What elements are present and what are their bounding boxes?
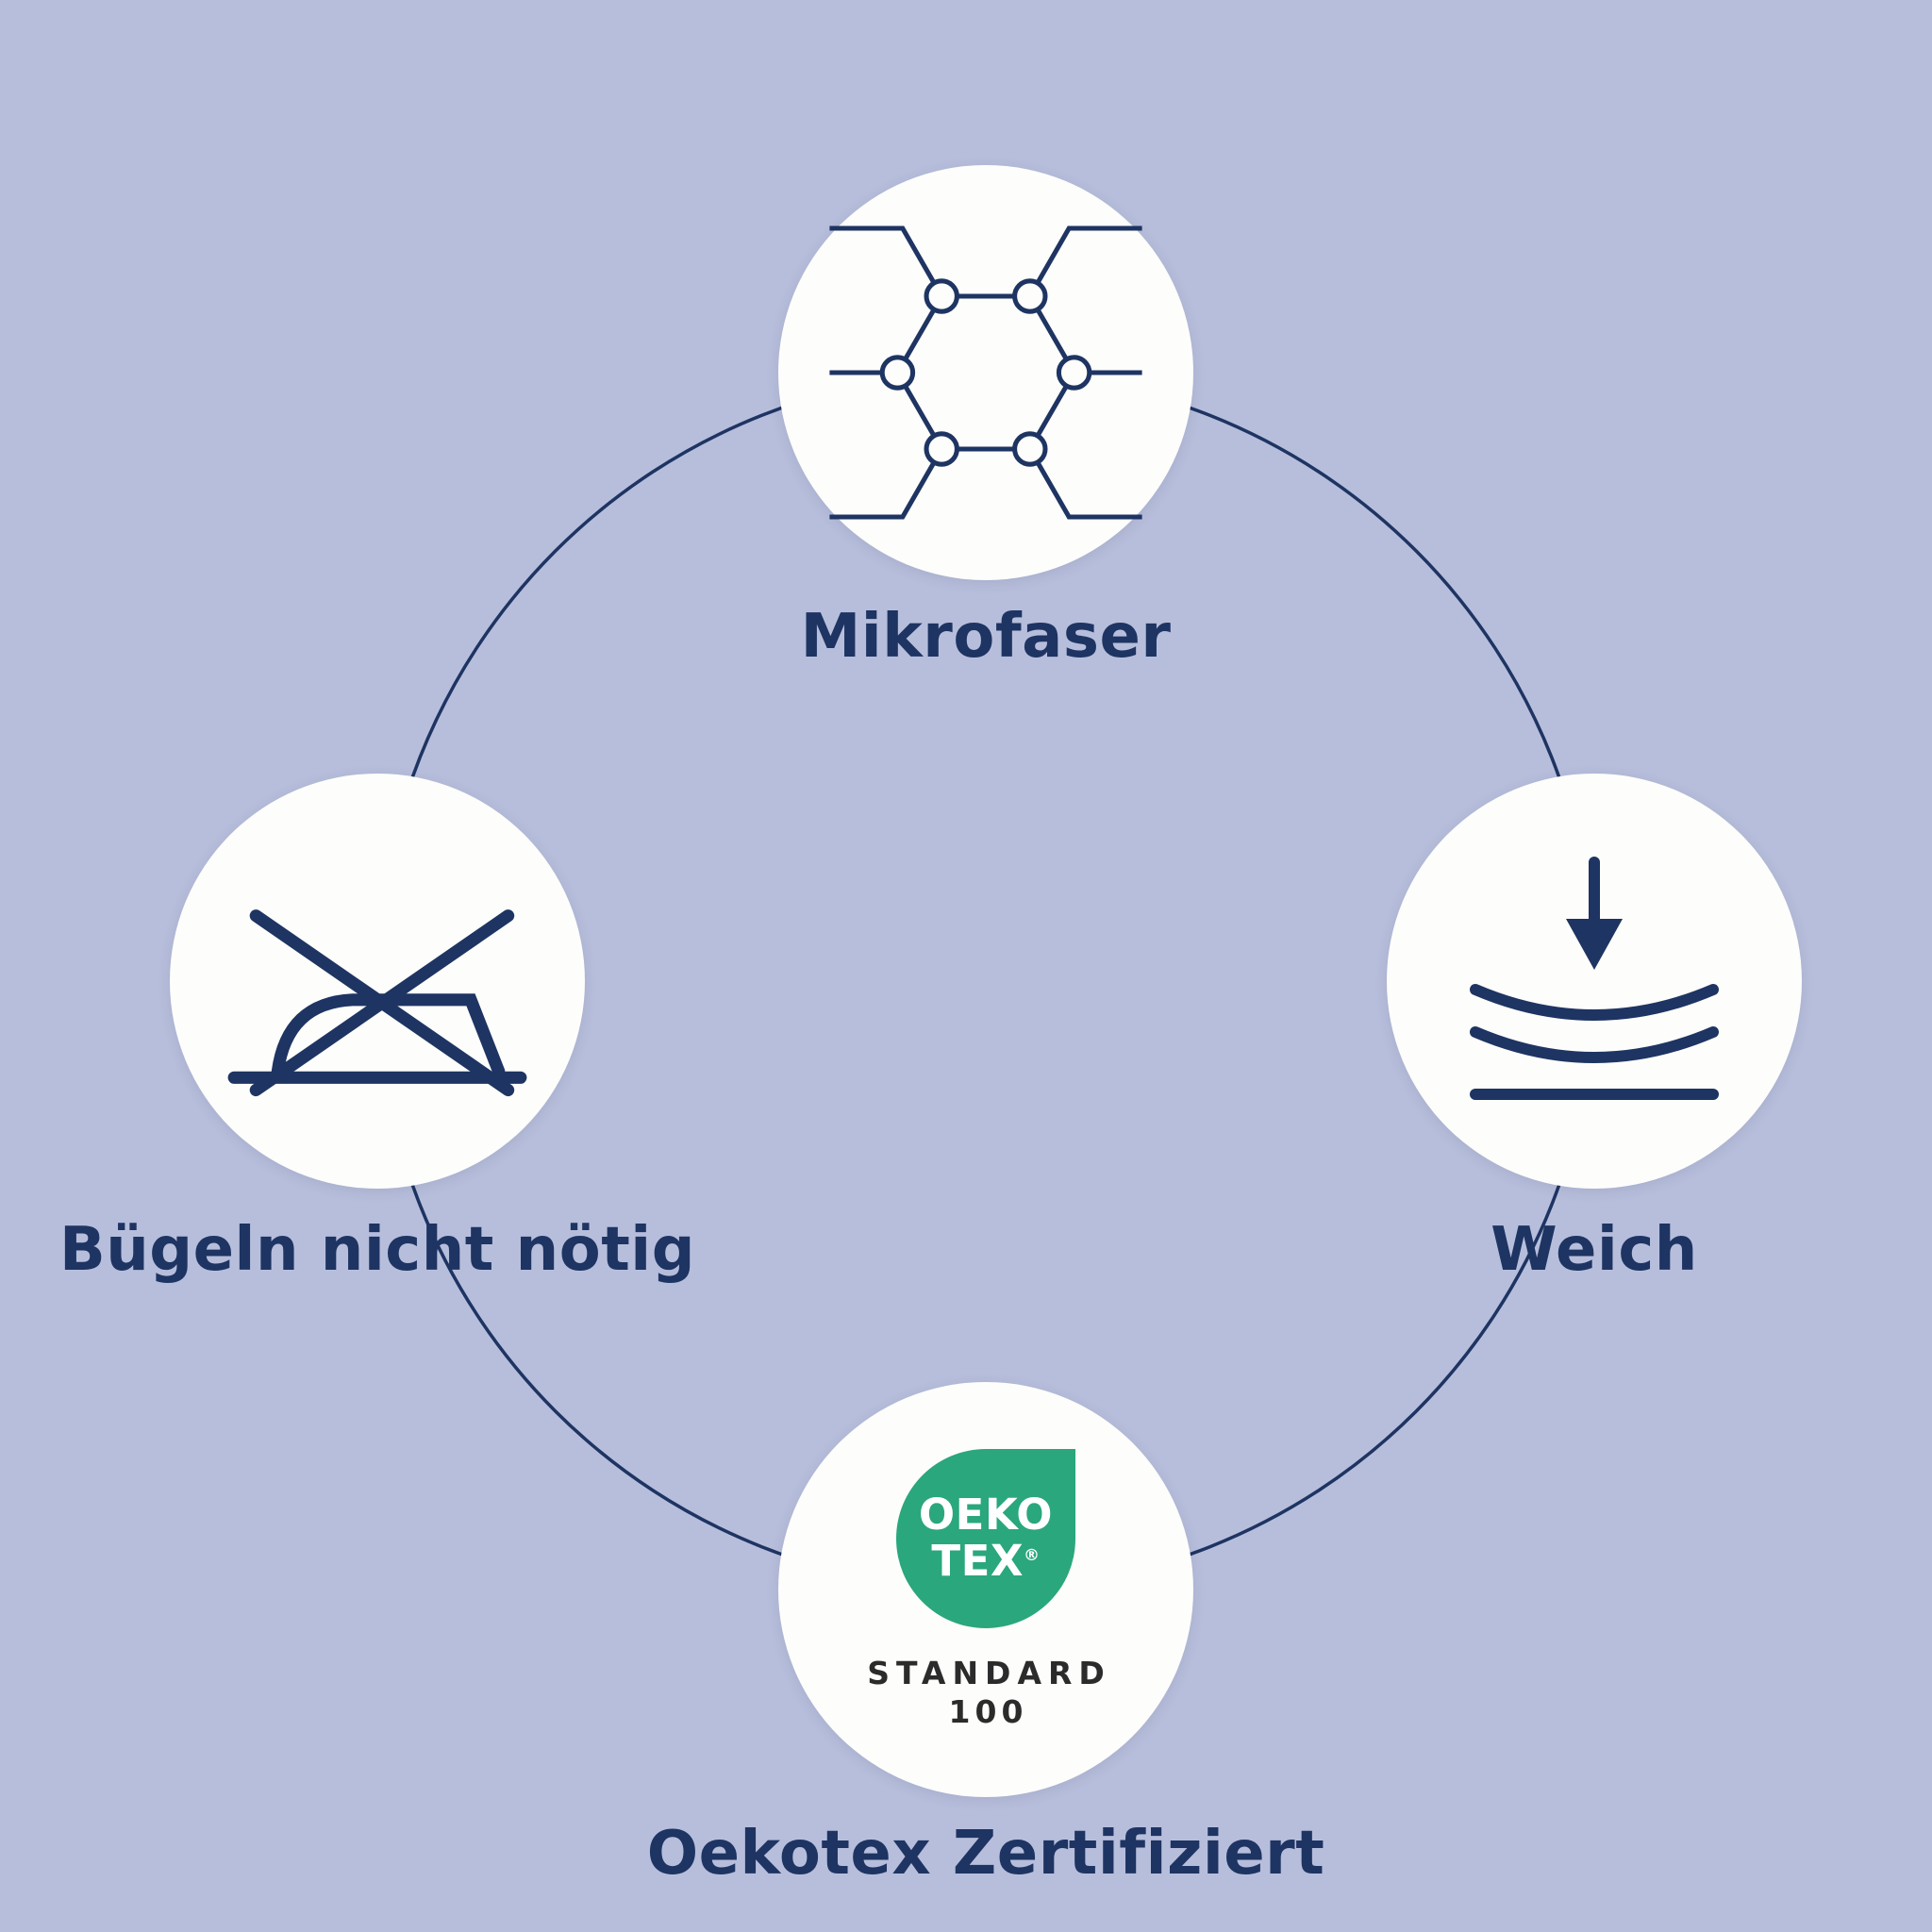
feature-badge-oekotex: OEKO TEX® STANDARD 100 bbox=[778, 1382, 1193, 1797]
softness-icon bbox=[1470, 857, 1719, 1100]
feature-label-mikrofaser: Mikrofaser bbox=[800, 602, 1172, 672]
feature-label-buegeln: Bügeln nicht nötig bbox=[58, 1215, 696, 1285]
no-iron-icon bbox=[227, 909, 527, 1097]
feature-label-oekotex: Oekotex Zertifiziert bbox=[646, 1819, 1325, 1889]
oekotex-line1: OEKO bbox=[918, 1490, 1054, 1541]
oekotex-standard-number: 100 bbox=[948, 1693, 1028, 1730]
oekotex-leaf: OEKO TEX® bbox=[895, 1449, 1075, 1628]
feature-badge-weich bbox=[1387, 774, 1802, 1189]
oekotex-standard-text: STANDARD bbox=[867, 1655, 1111, 1691]
feature-badge-buegeln bbox=[170, 774, 585, 1189]
registered-mark: ® bbox=[1024, 1546, 1041, 1565]
molecule-icon bbox=[829, 225, 1142, 520]
oekotex-line2: TEX® bbox=[931, 1536, 1041, 1586]
oekotex-logo: OEKO TEX® STANDARD 100 bbox=[860, 1449, 1111, 1730]
feature-badge-mikrofaser bbox=[778, 165, 1193, 580]
feature-label-weich: Weich bbox=[1491, 1215, 1698, 1285]
